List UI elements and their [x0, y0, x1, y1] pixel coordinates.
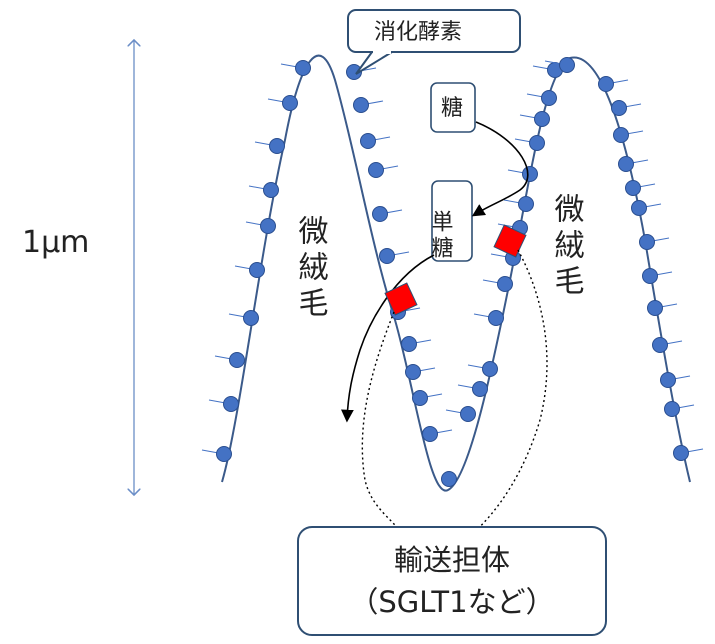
enzyme-label: 消化酵素	[374, 20, 462, 45]
enzyme-dot-icon	[223, 396, 239, 412]
enzyme-dot-icon	[249, 262, 265, 278]
sugar-box	[430, 82, 476, 133]
enzyme-dot-icon	[460, 406, 476, 422]
enzyme-dot-icon	[260, 218, 276, 234]
transporter-leader-right	[469, 249, 548, 537]
enzyme-dot-icon	[660, 372, 676, 388]
enzyme-dot-icon	[243, 310, 259, 326]
enzyme-dot-icon	[647, 300, 663, 316]
enzyme-dot-icon	[263, 182, 279, 198]
absorption-arrow	[341, 254, 435, 423]
enzyme-dot-icon	[472, 381, 488, 397]
enzyme-dot-icon	[422, 426, 438, 442]
enzyme-dot-icon	[618, 156, 634, 172]
enzyme-callout-seam	[373, 49, 391, 54]
enzyme-dot-icon	[518, 196, 534, 212]
enzyme-dot-icon	[379, 248, 395, 264]
enzyme-dot-icon	[559, 57, 575, 73]
enzyme-dot-icon	[529, 135, 545, 151]
enzyme-callout-box	[347, 9, 521, 53]
enzyme-dot-icon	[598, 76, 614, 92]
enzyme-dots	[201, 57, 704, 487]
digestion-arrow	[471, 121, 529, 217]
enzyme-dot-icon	[611, 100, 627, 116]
enzyme-dot-icon	[441, 471, 457, 487]
transporter-label-line1: 輸送担体	[394, 543, 510, 577]
scale-label: 1μm	[22, 225, 89, 260]
enzyme-dot-icon	[229, 352, 245, 368]
transporter-label-line2: （SGLT1など）	[349, 585, 554, 619]
monosaccharide-box	[431, 180, 473, 262]
enzyme-dot-icon	[652, 337, 668, 353]
enzyme-dot-icon	[360, 133, 376, 149]
enzyme-dot-icon	[269, 138, 285, 154]
transporter-square-icon	[493, 224, 527, 258]
enzyme-dot-icon	[522, 166, 538, 182]
enzyme-dot-icon	[372, 206, 388, 222]
enzyme-dot-icon	[353, 97, 369, 113]
enzyme-dot-icon	[642, 268, 658, 284]
enzyme-dot-icon	[282, 95, 298, 111]
enzyme-dot-icon	[295, 60, 311, 76]
enzyme-dot-icon	[412, 390, 428, 406]
sugar-label: 糖	[441, 96, 463, 121]
enzyme-dot-icon	[368, 162, 384, 178]
enzyme-dot-icon	[541, 90, 557, 106]
transporter-label-box	[297, 526, 607, 636]
enzyme-dot-icon	[664, 401, 680, 417]
transporter-leader-left	[361, 311, 404, 537]
enzyme-dot-icon	[482, 361, 498, 377]
enzyme-callout-pointer	[355, 51, 396, 75]
monosaccharide-label: 単糖	[428, 210, 454, 262]
enzyme-dot-icon	[405, 364, 421, 380]
enzyme-dot-icon	[673, 445, 689, 461]
villus-left-label: 微絨毛	[293, 215, 329, 323]
transporter-square-icon	[384, 282, 418, 316]
enzyme-dot-icon	[401, 336, 417, 352]
enzyme-dot-icon	[216, 446, 232, 462]
enzyme-dot-icon	[488, 310, 504, 326]
enzyme-dot-icon	[625, 180, 641, 196]
enzyme-dot-icon	[534, 111, 550, 127]
enzyme-dot-icon	[346, 64, 362, 80]
enzyme-dot-icon	[631, 200, 647, 216]
enzyme-dot-icon	[639, 234, 655, 250]
enzyme-dot-icon	[613, 127, 629, 143]
villus-right-label: 微絨毛	[549, 193, 585, 301]
enzyme-dot-icon	[497, 276, 513, 292]
